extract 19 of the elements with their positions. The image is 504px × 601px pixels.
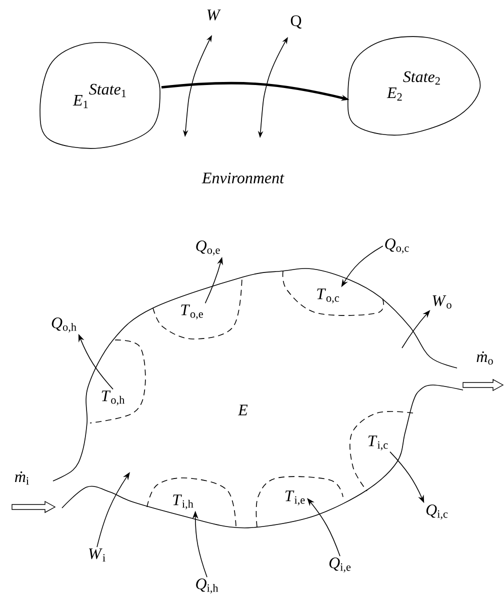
temperature-zone: T$_{i,c}$ (350, 411, 414, 492)
arrow (307, 498, 340, 557)
temperature-zone: T$_{i,e}$ (256, 476, 344, 528)
quantity-label: Q$_{i,e}$ (329, 558, 351, 572)
temperature-zone: T$_{i,h}$ (146, 477, 236, 528)
quantity-label: Q$_{i,h}$ (196, 578, 218, 594)
state-blob: E$_{1}$ State$_{1}$ (40, 42, 160, 149)
temperature-zone: T$_{o,h}$ (90, 340, 146, 424)
symbol-label: Q (290, 15, 302, 29)
temperature-zone: T$_{o,e}$ (152, 276, 242, 340)
environment-label: Environment (202, 172, 284, 184)
mass-flow-label: ṁ$_{i}$ (15, 471, 29, 485)
quantity-label: Q$_{o,c}$ (385, 238, 409, 254)
quantity-label: Q$_{o,e}$ (196, 240, 220, 256)
state-blob: E$_{2}$ State$_{2}$ (347, 36, 481, 136)
symbol-label: W (207, 10, 221, 20)
mass-flow-label: ṁ$_{o}$ (476, 351, 493, 365)
temperature-zone: T$_{o,c}$ (282, 270, 384, 316)
quantity-label: W$_{i}$ (88, 548, 106, 562)
